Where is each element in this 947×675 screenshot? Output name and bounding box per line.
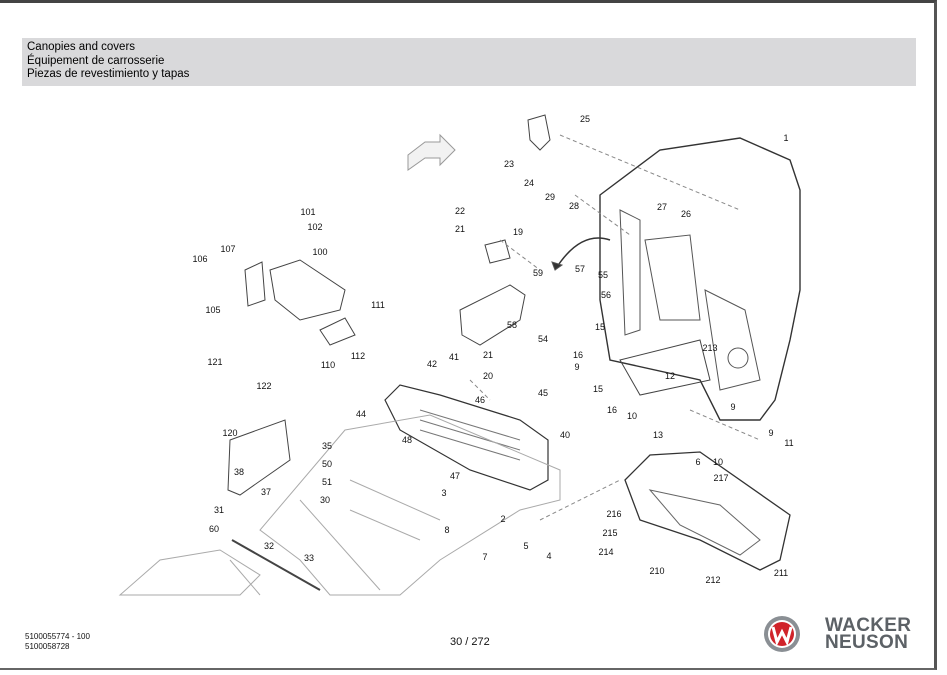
callout-label: 101 [300,207,316,217]
callout-label: 9 [730,402,736,412]
callout-label: 16 [572,350,584,360]
callout-label: 8 [444,525,450,535]
callout-label: 15 [594,322,606,332]
callout-label: 112 [350,351,366,361]
callout-label: 11 [784,438,794,448]
callout-label: 35 [321,441,333,451]
brand-line2: NEUSON [825,632,909,653]
callout-label: 27 [656,202,668,212]
brand-line1: WACKER [825,615,912,636]
callout-label: 15 [592,384,604,394]
section-header: Canopies and covers Équipement de carros… [22,38,916,86]
callout-label: 24 [523,178,535,188]
callout-label: 111 [371,300,385,310]
callout-label: 30 [319,495,331,505]
callout-label: 107 [220,244,236,254]
callout-label: 48 [401,435,413,445]
callout-label: 28 [568,201,580,211]
callout-label: 10 [626,411,638,421]
callout-label: 217 [713,473,729,483]
callout-label: 60 [208,524,220,534]
callout-label: 5 [523,541,529,551]
title-french: Équipement de carrosserie [27,54,165,67]
document-ids: 5100055774 - 100 5100058728 [25,632,90,652]
callout-label: 37 [260,487,272,497]
callout-label: 105 [205,305,221,315]
callout-label: 1 [783,133,789,143]
callout-label: 23 [503,159,515,169]
front-cover [624,451,791,571]
callout-label: 57 [574,264,586,274]
callout-label: 10 [712,457,724,467]
callout-label: 120 [222,428,238,438]
callout-label: 214 [598,547,614,557]
front-grille [384,384,549,491]
title-spanish: Piezas de revestimiento y tapas [27,68,190,80]
callout-label: 58 [506,320,518,330]
callout-label: 31 [213,505,225,515]
callout-label: 106 [192,254,208,264]
callout-label: 21 [454,224,466,234]
callout-label: 216 [606,509,622,519]
document-number-secondary: 5100058728 [25,642,70,651]
callout-label: 26 [680,209,692,219]
callout-label: 42 [426,359,438,369]
callout-label: 3 [441,488,447,498]
page-number: 30 / 272 [450,636,490,648]
callout-label: 54 [537,334,549,344]
callout-label: 41 [448,352,460,362]
callout-label: 9 [768,428,774,438]
callout-label: 12 [664,371,676,381]
callout-label: 16 [606,405,618,415]
direction-arrow-icon [407,133,456,171]
callout-label: 50 [321,459,333,469]
callout-label: 4 [546,551,552,561]
callout-label: 213 [702,343,718,353]
callout-label: 110 [320,360,336,370]
callout-label: 38 [233,467,245,477]
callout-label: 20 [482,371,494,381]
title-english: Canopies and covers [27,41,136,53]
callout-label: 59 [532,268,544,278]
callout-label: 46 [474,395,486,405]
callout-label: 13 [652,430,664,440]
brand-name: WACKER NEUSON [825,615,912,653]
callout-label: 44 [355,409,367,419]
callout-label: 122 [256,381,272,391]
callout-label: 40 [559,430,571,440]
callout-label: 6 [695,457,701,467]
callout-label: 25 [579,114,591,124]
callout-label: 121 [207,357,223,367]
callout-label: 211 [773,568,789,578]
callout-label: 47 [449,471,461,481]
callout-label: 100 [312,247,328,257]
callout-label: 212 [705,575,721,585]
callout-label: 29 [544,192,556,202]
callout-label: 102 [307,222,323,232]
callout-label: 7 [482,552,488,562]
callout-label: 2 [500,514,506,524]
callout-label: 19 [512,227,524,237]
callout-label: 56 [600,290,612,300]
canopy-shell [599,137,801,421]
callout-label: 33 [303,553,315,563]
callout-label: 9 [574,362,580,372]
callout-label: 22 [454,206,466,216]
callout-label: 55 [597,270,609,280]
callout-label: 51 [321,477,333,487]
document-number: 5100055774 - 100 [25,632,90,641]
callout-label: 210 [649,566,665,576]
wacker-neuson-logo-icon [764,616,800,652]
callout-label: 45 [537,388,549,398]
callout-label: 21 [482,350,494,360]
callout-label: 32 [263,541,275,551]
callout-label: 215 [602,528,618,538]
